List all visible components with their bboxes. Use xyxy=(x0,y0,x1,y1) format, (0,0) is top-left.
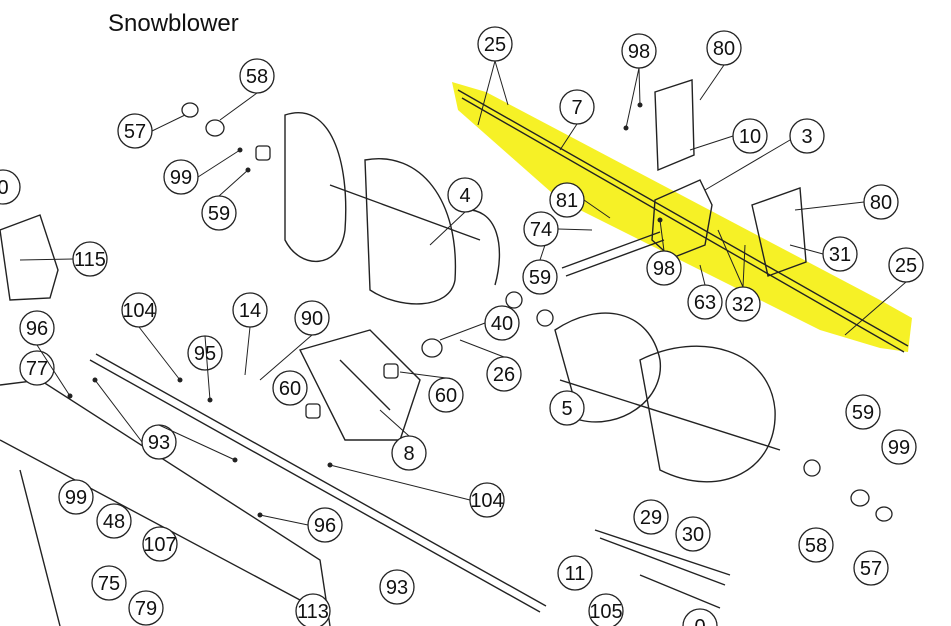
callout-label: 59 xyxy=(852,402,874,424)
callout-label: 99 xyxy=(888,437,910,459)
callout-label: 81 xyxy=(556,190,578,212)
callout-label: 31 xyxy=(829,244,851,266)
callout-label: 57 xyxy=(124,121,146,143)
callout-label: 96 xyxy=(26,318,48,340)
callout-label: 107 xyxy=(143,534,176,556)
main-shaft xyxy=(457,89,909,353)
shear-pin-assembly xyxy=(594,529,731,609)
bushings xyxy=(181,102,893,522)
callout-label: 40 xyxy=(491,313,513,335)
scraper-bar xyxy=(89,353,547,613)
callout-label: 3 xyxy=(801,126,812,148)
leader-lines xyxy=(19,60,907,526)
callout-label: 57 xyxy=(860,558,882,580)
callout-label: 59 xyxy=(529,267,551,289)
callout-label: 5 xyxy=(561,398,572,420)
callout-label: 4 xyxy=(459,185,470,207)
callout-label: 48 xyxy=(103,511,125,533)
callout-label: 0 xyxy=(0,177,9,199)
callout-label: 93 xyxy=(386,577,408,599)
callout-label: 11 xyxy=(565,563,586,585)
plate-10 xyxy=(654,79,695,172)
callout-label: 93 xyxy=(148,432,170,454)
callout-label: 80 xyxy=(870,192,892,214)
impeller-8 xyxy=(298,329,421,441)
callout-label: 90 xyxy=(301,308,323,330)
callout-label: 26 xyxy=(493,364,515,386)
callout-label: 60 xyxy=(279,378,301,400)
callout-label: 32 xyxy=(732,294,754,316)
callout-label: 30 xyxy=(682,524,704,546)
callout-label: 8 xyxy=(403,443,414,465)
housing xyxy=(0,379,331,626)
callout-label: 59 xyxy=(208,203,230,225)
auger-5 xyxy=(554,312,781,483)
callout-label: 29 xyxy=(640,507,662,529)
callout-label: 105 xyxy=(589,601,622,623)
diagram-title: Snowblower xyxy=(108,10,239,37)
callout-label: 104 xyxy=(122,300,155,322)
chute-115 xyxy=(0,214,59,301)
callouts xyxy=(0,26,924,626)
callout-label: 60 xyxy=(435,385,457,407)
drive-shaft xyxy=(561,231,665,277)
callout-label: 77 xyxy=(26,358,48,380)
callout-label: 98 xyxy=(628,41,650,63)
callout-label: 25 xyxy=(484,34,506,56)
fasteners xyxy=(67,102,663,518)
callout-label: 115 xyxy=(74,249,106,271)
callout-label: 0 xyxy=(694,616,705,626)
callout-label: 75 xyxy=(98,573,120,595)
bracket-31 xyxy=(751,187,807,277)
gearbox xyxy=(651,179,713,259)
callout-label: 104 xyxy=(470,490,503,512)
callout-label: 10 xyxy=(739,126,761,148)
callout-label: 58 xyxy=(805,535,827,557)
callout-label: 63 xyxy=(694,292,716,314)
callout-label: 74 xyxy=(530,219,552,241)
callout-label: 98 xyxy=(653,258,675,280)
callout-labels: 25 7 98 80 10 3 81 74 98 31 80 25 63 32 … xyxy=(0,34,917,626)
callout-label: 80 xyxy=(713,38,735,60)
callout-label: 58 xyxy=(246,66,268,88)
callout-label: 14 xyxy=(239,300,261,322)
callout-label: 99 xyxy=(170,167,192,189)
callout-label: 113 xyxy=(297,601,329,623)
callout-label: 79 xyxy=(135,598,157,620)
auger-4 xyxy=(284,112,501,305)
callout-label: 25 xyxy=(895,255,917,277)
callout-label: 7 xyxy=(571,97,582,119)
callout-label: 96 xyxy=(314,515,336,537)
callout-label: 95 xyxy=(194,343,216,365)
callout-label: 99 xyxy=(65,487,87,509)
